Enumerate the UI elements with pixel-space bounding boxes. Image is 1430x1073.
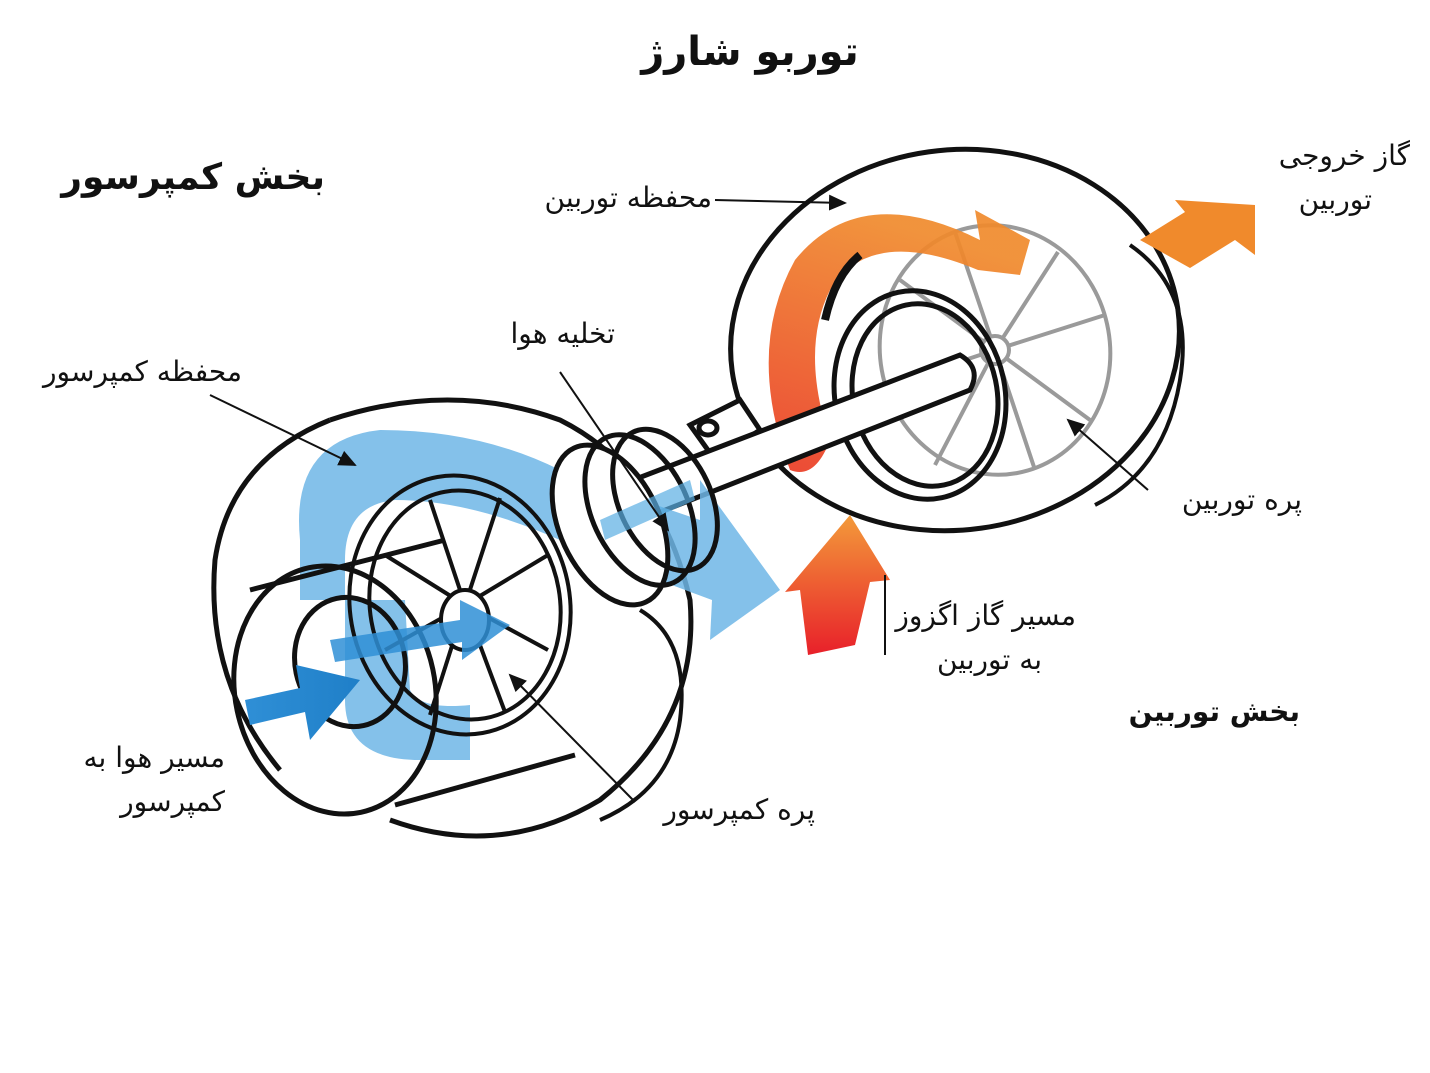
- turbine-gas-swirl: [768, 210, 1030, 472]
- turbine-housing: [686, 146, 1185, 534]
- compressor-housing: [211, 397, 694, 839]
- turbine-exhaust-arrow: [1140, 200, 1255, 268]
- compressor-housing-label: محفظه کمپرسور: [43, 355, 242, 388]
- air-axial-arrow: [330, 600, 510, 662]
- exhaust-path-label: مسیر گاز اگزوز به توربین: [895, 599, 1076, 676]
- air-inlet-arrow: [245, 665, 360, 740]
- leader-lines: [209, 194, 1149, 803]
- diagram-title: توربو شارژ: [641, 29, 859, 75]
- exhaust-inlet-arrow: [785, 515, 890, 655]
- compressor-wheel-label: پره کمپرسور: [663, 793, 815, 826]
- turbine-exhaust-label: گاز خروجی توربین: [1278, 139, 1410, 216]
- air-discharge-label: تخلیه هوا: [510, 317, 615, 350]
- turbine-wheel-label: پره توربین: [1181, 483, 1302, 516]
- air-discharge-flow: [600, 480, 695, 540]
- air-inlet-label: مسیر هوا به کمپرسور: [83, 741, 226, 818]
- turbine-housing-label: محفظه توربین: [544, 181, 712, 214]
- compressor-section-label: بخش کمپرسور: [61, 157, 325, 198]
- turbine-section-label: بخش توربین: [1128, 695, 1300, 728]
